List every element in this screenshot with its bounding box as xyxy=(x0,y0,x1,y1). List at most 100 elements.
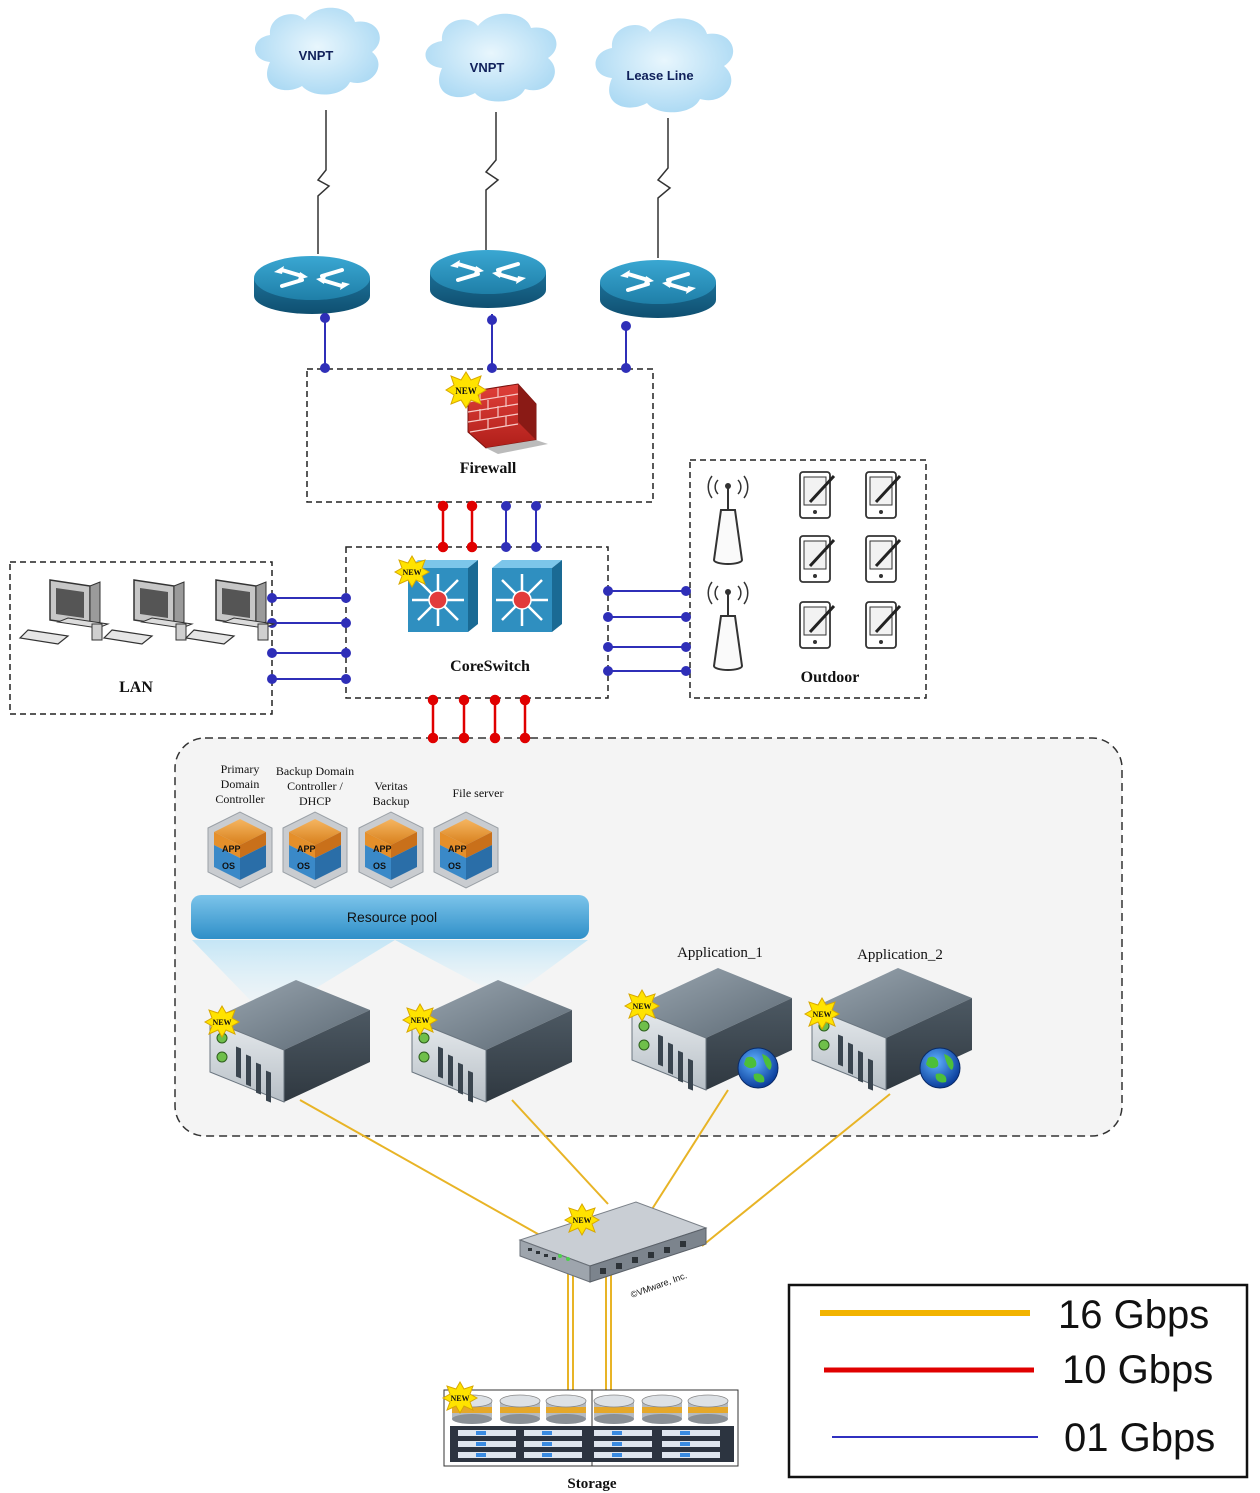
globe-icon xyxy=(737,1047,779,1089)
firewall-label: Firewall xyxy=(460,460,517,477)
svg-text:NEW: NEW xyxy=(402,568,421,577)
fc-switch-icon: ©VMware, Inc. xyxy=(518,1201,708,1300)
disk-icon xyxy=(545,1394,587,1424)
svg-text:Veritas: Veritas xyxy=(374,779,408,793)
pda-device-icon xyxy=(799,471,836,519)
svg-text:NEW: NEW xyxy=(410,1016,429,1025)
vm-icon: APP OS xyxy=(207,811,273,889)
svg-text:Backup Domain: Backup Domain xyxy=(276,764,354,778)
vm-label-veritas: Veritas Backup xyxy=(373,779,410,808)
svg-text:NEW: NEW xyxy=(812,1010,831,1019)
server-icon xyxy=(811,968,972,1091)
new-badge: NEW xyxy=(203,1004,241,1039)
resource-pool-bar xyxy=(191,895,589,939)
svg-text:APP: APP xyxy=(297,844,316,854)
svg-text:NEW: NEW xyxy=(455,386,477,396)
svg-text:OS: OS xyxy=(297,861,310,871)
server-icon xyxy=(209,980,370,1103)
svg-text:NEW: NEW xyxy=(572,1216,591,1225)
core-switch-1 xyxy=(408,560,478,632)
pc-icon xyxy=(18,579,110,645)
resource-pool-beam xyxy=(395,940,588,990)
disk-icon xyxy=(687,1394,729,1424)
vm-label-primary-dc: Primary Domain Controller xyxy=(215,762,264,806)
svg-text:Controller /: Controller / xyxy=(287,779,343,793)
globe-icon xyxy=(919,1047,961,1089)
disk-icon xyxy=(499,1394,541,1424)
cloud-label: Lease Line xyxy=(626,68,693,83)
disk-icon xyxy=(593,1394,635,1424)
cloud-label: VNPT xyxy=(470,60,505,75)
coreswitch-label: CoreSwitch xyxy=(450,658,530,675)
router-3 xyxy=(600,260,716,318)
legend-label-10g: 10 Gbps xyxy=(1062,1348,1213,1392)
wireless-ap-icon xyxy=(707,475,749,565)
storage-array xyxy=(443,1389,739,1467)
svg-text:NEW: NEW xyxy=(632,1002,651,1011)
lan-core-links xyxy=(267,593,351,684)
svg-text:OS: OS xyxy=(448,861,461,871)
disk-icon xyxy=(641,1394,683,1424)
legend-label-1g: 01 Gbps xyxy=(1064,1416,1215,1460)
wireless-ap-icon xyxy=(707,581,749,671)
new-badge: NEW xyxy=(563,1202,601,1237)
core-server-links xyxy=(427,694,531,744)
svg-text:Domain: Domain xyxy=(221,777,260,791)
router-1 xyxy=(254,256,370,314)
svg-text:OS: OS xyxy=(373,861,386,871)
pc-icon xyxy=(102,579,194,645)
router-firewall-links xyxy=(320,313,631,373)
firewall-core-links xyxy=(437,500,541,553)
svg-text:Backup: Backup xyxy=(373,794,410,808)
vm-icon: APP OS xyxy=(433,811,499,889)
vm-icon: APP OS xyxy=(358,811,424,889)
application-1-label: Application_1 xyxy=(677,945,763,961)
vm-label-backup-dc: Backup Domain Controller / DHCP xyxy=(276,764,354,808)
vmware-copyright: ©VMware, Inc. xyxy=(629,1270,688,1300)
wan-link xyxy=(484,112,500,250)
firewall-icon xyxy=(467,383,548,454)
svg-text:Primary: Primary xyxy=(221,762,260,776)
new-badge: NEW xyxy=(441,1380,479,1415)
wan-link xyxy=(656,118,672,258)
outdoor-core-links xyxy=(603,586,691,676)
server-icon xyxy=(411,980,572,1103)
lan-label: LAN xyxy=(119,679,153,696)
core-switch-2 xyxy=(492,560,562,632)
wan-link xyxy=(316,110,331,254)
svg-text:OS: OS xyxy=(222,861,235,871)
new-badge: NEW xyxy=(445,371,487,409)
resource-pool-label: Resource pool xyxy=(347,909,437,925)
pda-device-icon xyxy=(865,535,902,583)
cloud-vnpt-2: VNPT xyxy=(425,13,557,102)
server-icon xyxy=(631,968,792,1091)
lan-zone xyxy=(9,561,273,715)
new-badge: NEW xyxy=(393,554,431,589)
svg-text:Controller: Controller xyxy=(215,792,264,806)
cloud-lease-line: Lease Line xyxy=(595,18,734,113)
pc-icon xyxy=(184,579,276,645)
pda-device-icon xyxy=(865,471,902,519)
outdoor-zone xyxy=(689,459,927,699)
router-2 xyxy=(430,250,546,308)
vm-label-file-server: File server xyxy=(453,786,504,800)
svg-text:File server: File server xyxy=(453,786,504,800)
svg-text:APP: APP xyxy=(222,844,241,854)
cloud-label: VNPT xyxy=(299,48,334,63)
svg-text:APP: APP xyxy=(448,844,467,854)
firewall-zone xyxy=(306,368,654,503)
legend: 16 Gbps 10 Gbps 01 Gbps xyxy=(787,1283,1249,1479)
pda-device-icon xyxy=(799,535,836,583)
pda-device-icon xyxy=(865,601,902,649)
pda-device-icon xyxy=(799,601,836,649)
svg-text:NEW: NEW xyxy=(212,1018,231,1027)
fiber-links-16g xyxy=(299,1089,891,1390)
resource-pool-beam xyxy=(192,940,395,1010)
svg-text:DHCP: DHCP xyxy=(299,794,331,808)
svg-text:APP: APP xyxy=(373,844,392,854)
svg-text:NEW: NEW xyxy=(450,1394,469,1403)
new-badge: NEW xyxy=(803,996,841,1031)
new-badge: NEW xyxy=(401,1002,439,1037)
vm-icon: APP OS xyxy=(282,811,348,889)
